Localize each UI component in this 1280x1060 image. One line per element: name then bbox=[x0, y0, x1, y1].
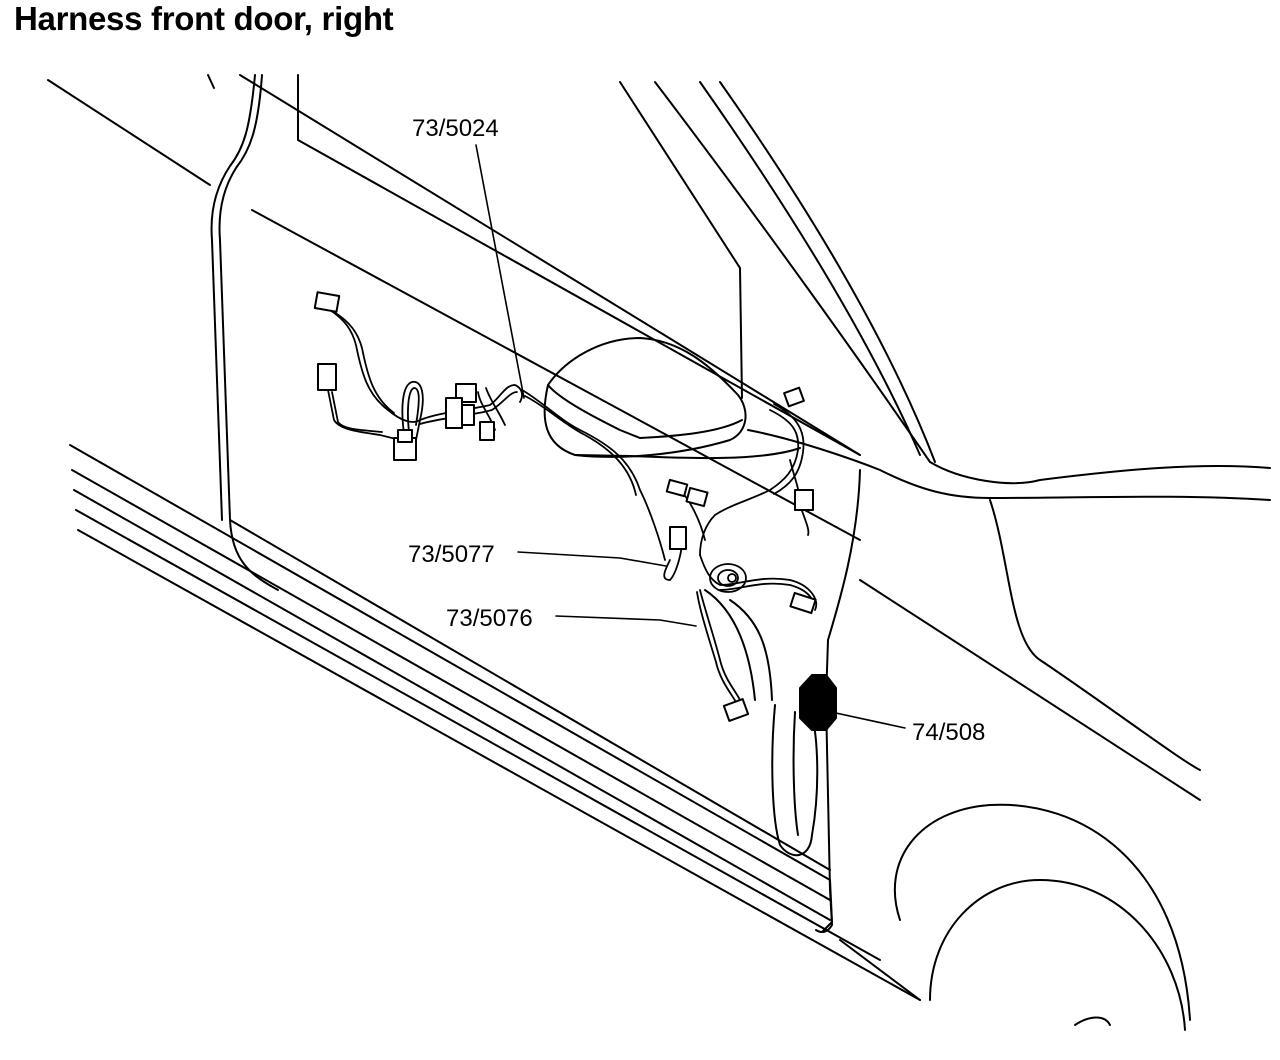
callout-73-5024: 73/5024 bbox=[412, 115, 499, 142]
sill-lines bbox=[69, 444, 921, 1001]
body-outline bbox=[47, 74, 1271, 1031]
connectors bbox=[313, 291, 837, 731]
diagram-title: Harness front door, right bbox=[14, 0, 394, 37]
wiring-harness-right bbox=[663, 403, 818, 703]
side-mirror bbox=[543, 337, 801, 460]
callout-73-5076: 73/5076 bbox=[446, 605, 533, 632]
wiring-harness-left bbox=[327, 309, 666, 561]
b-pillar bbox=[704, 469, 861, 934]
callout-74-508: 74/508 bbox=[912, 719, 985, 746]
leader-lines bbox=[475, 144, 906, 729]
callout-73-5077: 73/5077 bbox=[408, 541, 495, 568]
